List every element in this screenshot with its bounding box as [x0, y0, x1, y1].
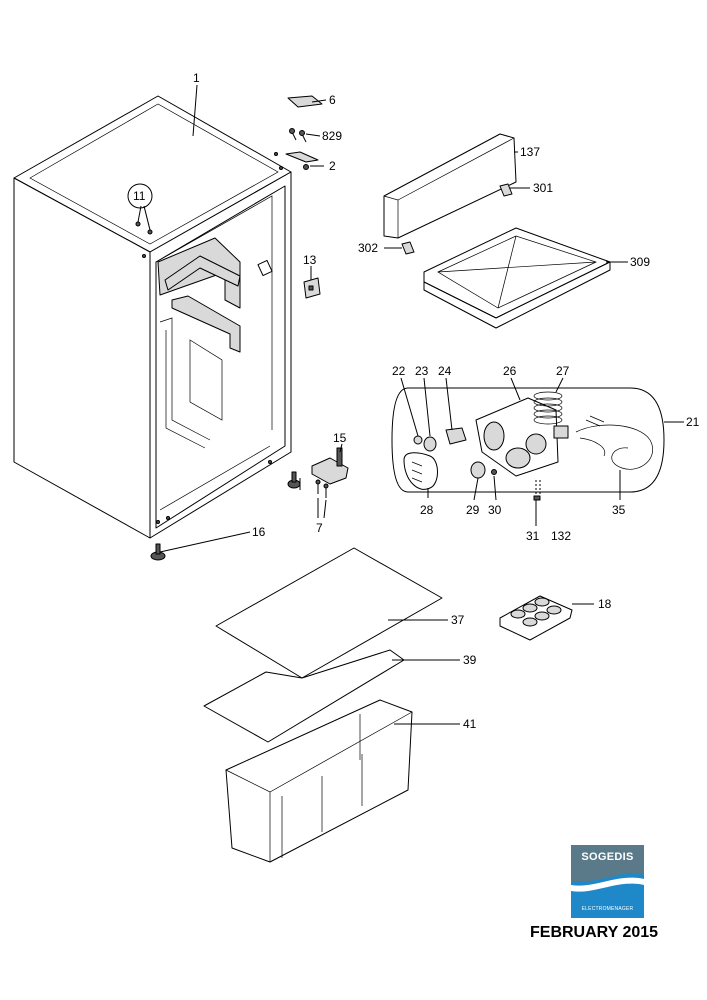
label-16: 16: [252, 525, 266, 539]
part-6-hinge-cover: [287, 95, 323, 108]
logo-sub-text: ELECTROMENAGER: [581, 906, 634, 912]
assembly-components: [403, 391, 653, 501]
part-2-hinge: [285, 151, 319, 170]
label-23: 23: [415, 364, 429, 378]
part-18-egg-tray: [499, 595, 573, 641]
label-15: 15: [333, 431, 347, 445]
leader-lines: [137, 84, 684, 725]
sogedis-logo: [571, 845, 644, 918]
label-301: 301: [533, 181, 553, 195]
label-39: 39: [463, 653, 477, 667]
part-21-assembly-frame: [391, 387, 665, 493]
logo-brand-text: SOGEDIS: [581, 851, 634, 863]
label-302: 302: [358, 241, 378, 255]
label-30: 30: [488, 503, 502, 517]
part-301-clip: [499, 183, 513, 197]
label-829: 829: [322, 129, 342, 143]
label-137: 137: [520, 145, 540, 159]
part-41-crisper-drawer: [225, 699, 413, 863]
label-309: 309: [630, 255, 650, 269]
label-37: 37: [451, 613, 465, 627]
footer-date: FEBRUARY 2015: [530, 924, 659, 941]
label-24: 24: [438, 364, 452, 378]
label-26: 26: [503, 364, 517, 378]
part-13-bracket: [303, 277, 321, 299]
label-35: 35: [612, 503, 626, 517]
label-29: 29: [466, 503, 480, 517]
label-7: 7: [316, 521, 323, 535]
label-11: 11: [133, 189, 146, 203]
label-6: 6: [329, 93, 336, 107]
label-31: 31: [526, 529, 540, 543]
label-13: 13: [303, 253, 317, 267]
label-41: 41: [463, 717, 477, 731]
label-22: 22: [392, 364, 406, 378]
label-28: 28: [420, 503, 434, 517]
label-1: 1: [193, 71, 200, 85]
part-137-door-panel: [383, 133, 517, 239]
label-132: 132: [551, 529, 571, 543]
part-829-screws: [289, 128, 307, 143]
callout-circle-11: [127, 183, 153, 209]
part-309-drip-tray: [423, 227, 611, 329]
label-2: 2: [329, 159, 336, 173]
part-labels: 1 6 829 2 137 301 11 302 309 13 22 23 24…: [133, 71, 700, 731]
label-21: 21: [686, 415, 700, 429]
part-39-crisper-cover: [203, 649, 405, 743]
label-27: 27: [556, 364, 570, 378]
label-18: 18: [598, 597, 612, 611]
cabinet-body: [13, 95, 292, 539]
part-37-glass-shelf: [215, 547, 443, 679]
part-302-clip: [401, 241, 415, 255]
part-7-screws: [315, 479, 329, 498]
part-15-bottom-hinge: [311, 447, 349, 485]
part-16-adjustable-feet: [150, 471, 301, 561]
